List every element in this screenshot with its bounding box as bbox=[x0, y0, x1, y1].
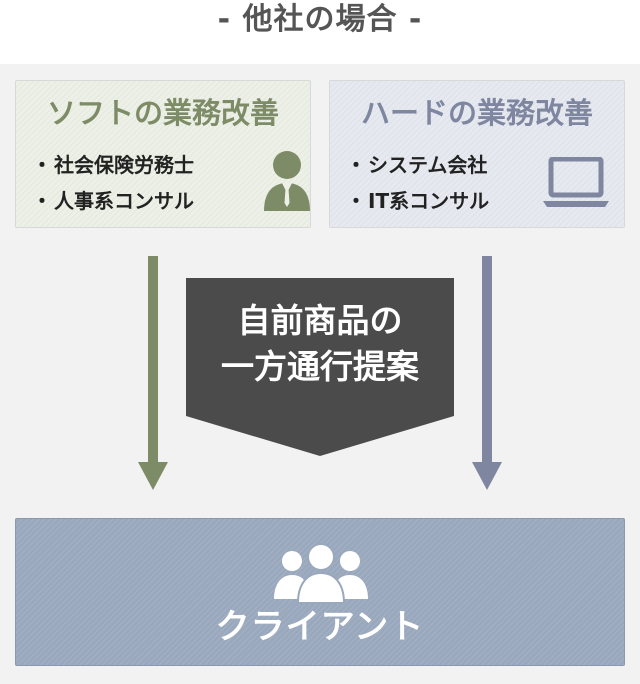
client-label: クライアント bbox=[215, 607, 425, 647]
bullet: ・ bbox=[346, 153, 366, 177]
bullet: ・ bbox=[32, 153, 52, 177]
list-item: ・社会保険労務士 bbox=[32, 147, 194, 183]
page-title: - 他社の場合 - bbox=[217, 2, 423, 37]
soft-card-title: ソフトの業務改善 bbox=[46, 96, 279, 130]
list-item: ・システム会社 bbox=[346, 147, 489, 183]
down-arrow-hard bbox=[472, 256, 502, 490]
client-box: クライアント bbox=[15, 518, 625, 666]
proposal-line-1: 自前商品の bbox=[237, 301, 403, 340]
laptop-icon bbox=[543, 157, 609, 207]
group-icon bbox=[274, 543, 368, 604]
soft-item-label: 社会保険労務士 bbox=[54, 153, 194, 177]
hard-card-title: ハードの業務改善 bbox=[360, 96, 593, 130]
list-item: ・IT系コンサル bbox=[346, 183, 489, 219]
down-arrow-soft bbox=[138, 256, 168, 490]
hard-card-list: ・システム会社 ・IT系コンサル bbox=[346, 147, 489, 219]
bullet: ・ bbox=[346, 189, 366, 213]
list-item: ・人事系コンサル bbox=[32, 183, 194, 219]
soft-improvement-card: ソフトの業務改善 ・社会保険労務士 ・人事系コンサル bbox=[15, 80, 311, 228]
person-icon bbox=[264, 151, 310, 211]
bullet: ・ bbox=[32, 189, 52, 213]
one-way-proposal-label: 自前商品の 一方通行提案 bbox=[186, 298, 454, 390]
hard-item-label: システム会社 bbox=[368, 153, 488, 177]
soft-item-label: 人事系コンサル bbox=[54, 189, 194, 213]
proposal-line-2: 一方通行提案 bbox=[221, 347, 419, 386]
soft-card-list: ・社会保険労務士 ・人事系コンサル bbox=[32, 147, 194, 219]
one-way-proposal-arrow bbox=[186, 278, 454, 456]
hard-item-label: IT系コンサル bbox=[368, 189, 490, 213]
hard-improvement-card: ハードの業務改善 ・システム会社 ・IT系コンサル bbox=[329, 80, 625, 228]
